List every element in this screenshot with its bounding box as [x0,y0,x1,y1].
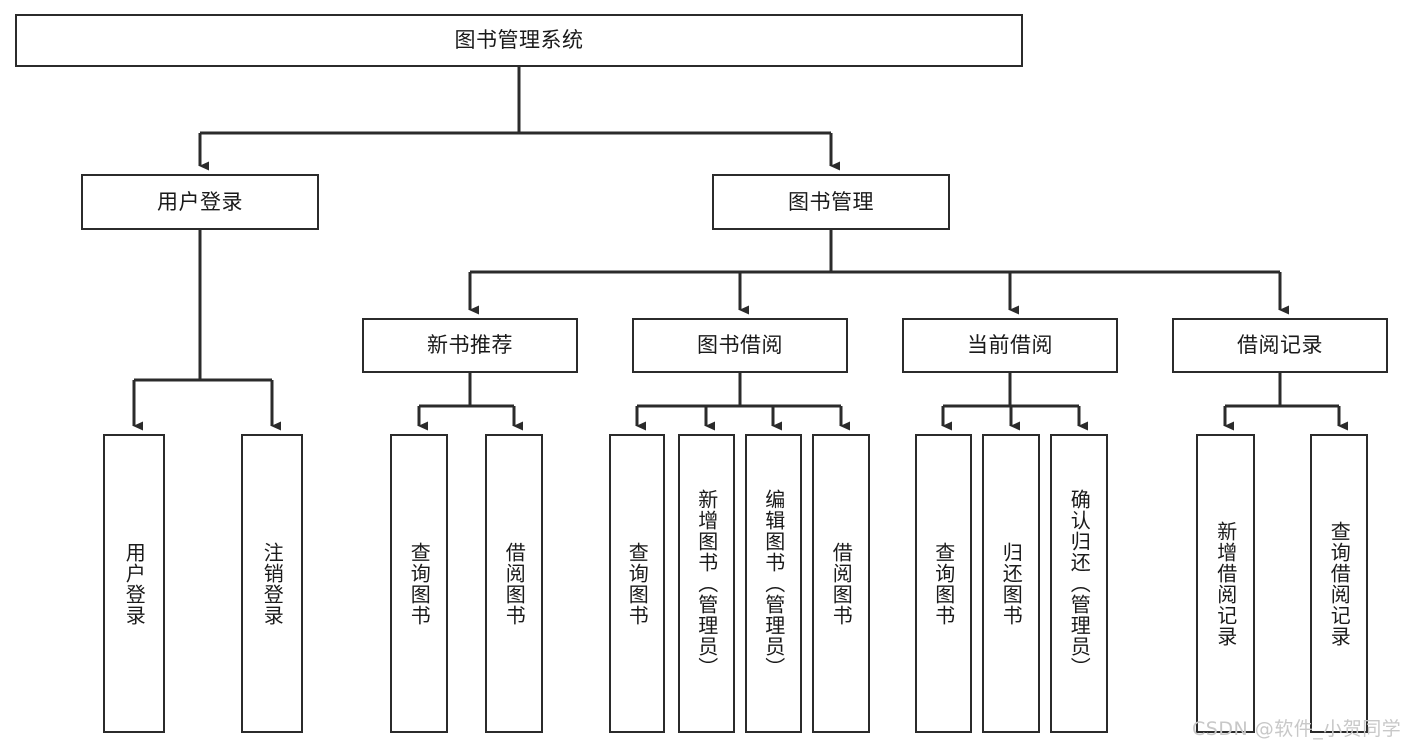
node-leaf-add-borrow-record[interactable]: 新增借阅记录 [1196,434,1255,733]
node-book-management[interactable]: 图书管理 [712,174,950,230]
node-current-borrow[interactable]: 当前借阅 [902,318,1118,373]
node-leaf-query-book-recommend-label: 查询图书 [407,541,432,626]
node-borrow-record-label: 借阅记录 [1237,333,1323,358]
node-leaf-borrow-book[interactable]: 借阅图书 [812,434,870,733]
node-borrow-record[interactable]: 借阅记录 [1172,318,1388,373]
node-leaf-edit-book[interactable]: 编辑图书（管理员） [745,434,802,733]
node-book-borrow[interactable]: 图书借阅 [632,318,848,373]
node-leaf-logout-label: 注销登录 [260,541,285,626]
node-leaf-add-borrow-record-label: 新增借阅记录 [1213,520,1238,647]
node-leaf-borrow-book-recommend[interactable]: 借阅图书 [485,434,543,733]
node-leaf-confirm-return-label: 确认归还（管理员） [1067,489,1092,678]
node-leaf-query-book-recommend[interactable]: 查询图书 [390,434,448,733]
node-leaf-add-book[interactable]: 新增图书（管理员） [678,434,735,733]
node-leaf-borrow-book-label: 借阅图书 [829,541,854,626]
node-leaf-query-borrow-record[interactable]: 查询借阅记录 [1310,434,1368,733]
node-leaf-confirm-return[interactable]: 确认归还（管理员） [1050,434,1108,733]
node-leaf-add-book-label: 新增图书（管理员） [694,489,719,678]
node-user-login-label: 用户登录 [157,189,243,214]
node-new-book-recommend-label: 新书推荐 [427,333,513,358]
node-leaf-return-book-label: 归还图书 [999,541,1024,626]
node-leaf-query-book-borrow[interactable]: 查询图书 [609,434,665,733]
node-leaf-query-borrow-record-label: 查询借阅记录 [1327,520,1352,647]
node-leaf-user-login-label: 用户登录 [122,541,147,626]
node-leaf-query-book-current[interactable]: 查询图书 [915,434,972,733]
node-book-borrow-label: 图书借阅 [697,333,783,358]
node-current-borrow-label: 当前借阅 [967,333,1053,358]
node-leaf-borrow-book-recommend-label: 借阅图书 [502,541,527,626]
node-user-login[interactable]: 用户登录 [81,174,319,230]
node-root-label: 图书管理系统 [454,28,584,53]
node-leaf-edit-book-label: 编辑图书（管理员） [761,489,786,678]
node-book-management-label: 图书管理 [788,189,874,214]
node-leaf-logout[interactable]: 注销登录 [241,434,303,733]
node-new-book-recommend[interactable]: 新书推荐 [362,318,578,373]
node-leaf-return-book[interactable]: 归还图书 [982,434,1040,733]
node-leaf-query-book-borrow-label: 查询图书 [625,541,650,626]
node-leaf-user-login[interactable]: 用户登录 [103,434,165,733]
node-leaf-query-book-current-label: 查询图书 [931,541,956,626]
node-root[interactable]: 图书管理系统 [15,14,1023,67]
